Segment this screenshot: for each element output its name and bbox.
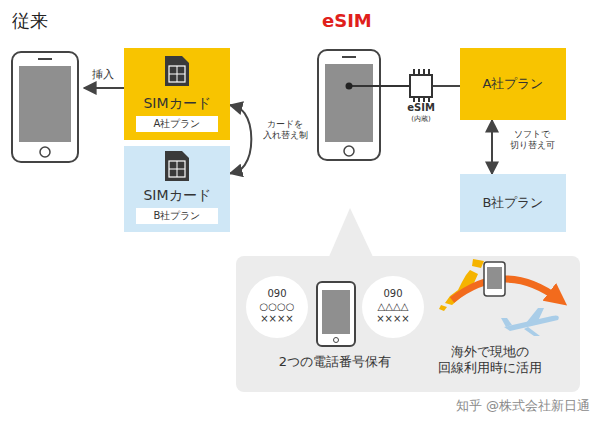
number-digits: △△△△ ×××× xyxy=(369,301,417,326)
sim-card: SIMカード A社プラン xyxy=(124,48,230,140)
node-text: A社プラン xyxy=(154,118,201,131)
panel-caption: 2つの電話番号保有 xyxy=(250,354,420,370)
insert-arrow xyxy=(84,87,124,89)
number-digits: ○○○○ ×××× xyxy=(253,301,301,326)
node-text: SIMカード xyxy=(143,95,210,113)
section-title: 従来 xyxy=(12,10,48,33)
plan-tag: A社プラン xyxy=(136,116,218,132)
connector-label: カードを 入れ替え制 xyxy=(258,118,312,143)
phone-icon xyxy=(12,52,78,162)
phone-number-bubble: 090○○○○ ×××× xyxy=(246,276,308,338)
phone-to-chip-wire xyxy=(349,85,409,87)
double-arrow xyxy=(491,120,493,174)
chip-caption: eSIM(内蔵) xyxy=(407,102,435,123)
node-text: SIMカード xyxy=(143,187,210,205)
node-text: B社プラン xyxy=(154,210,201,223)
node-text: B社プラン xyxy=(483,195,544,211)
number-prefix: 090 xyxy=(383,288,402,301)
number-prefix: 090 xyxy=(267,288,286,301)
sim-card: SIMカード B社プラン xyxy=(124,146,230,232)
connector-label: ソフトで 切り替え可 xyxy=(502,128,562,153)
arrow-label: 挿入 xyxy=(92,68,114,82)
double-arrow xyxy=(230,105,251,173)
plan-tag: B社プラン xyxy=(136,208,218,224)
plan-box: B社プラン xyxy=(460,174,566,232)
wire-dot xyxy=(346,83,353,90)
feature-panel: 2つの電話番号保有海外で現地の 回線利用時に活用090○○○○ ××××090△… xyxy=(236,256,580,392)
callout-pointer xyxy=(328,208,374,259)
node-text: eSIM xyxy=(407,102,435,115)
connector-line xyxy=(433,85,460,87)
node-text: A社プラン xyxy=(483,76,544,92)
node-text: (内蔵) xyxy=(407,115,435,124)
section-title: eSIM xyxy=(322,10,372,33)
phone-number-bubble: 090△△△△ ×××× xyxy=(362,276,424,338)
phone-icon xyxy=(318,50,380,160)
panel-caption: 海外で現地の 回線利用時に活用 xyxy=(412,344,568,377)
plan-box: A社プラン xyxy=(460,48,566,120)
esim-chip: eSIM(内蔵) xyxy=(409,74,433,98)
watermark: 知乎 @株式会社新日通 xyxy=(456,398,590,414)
